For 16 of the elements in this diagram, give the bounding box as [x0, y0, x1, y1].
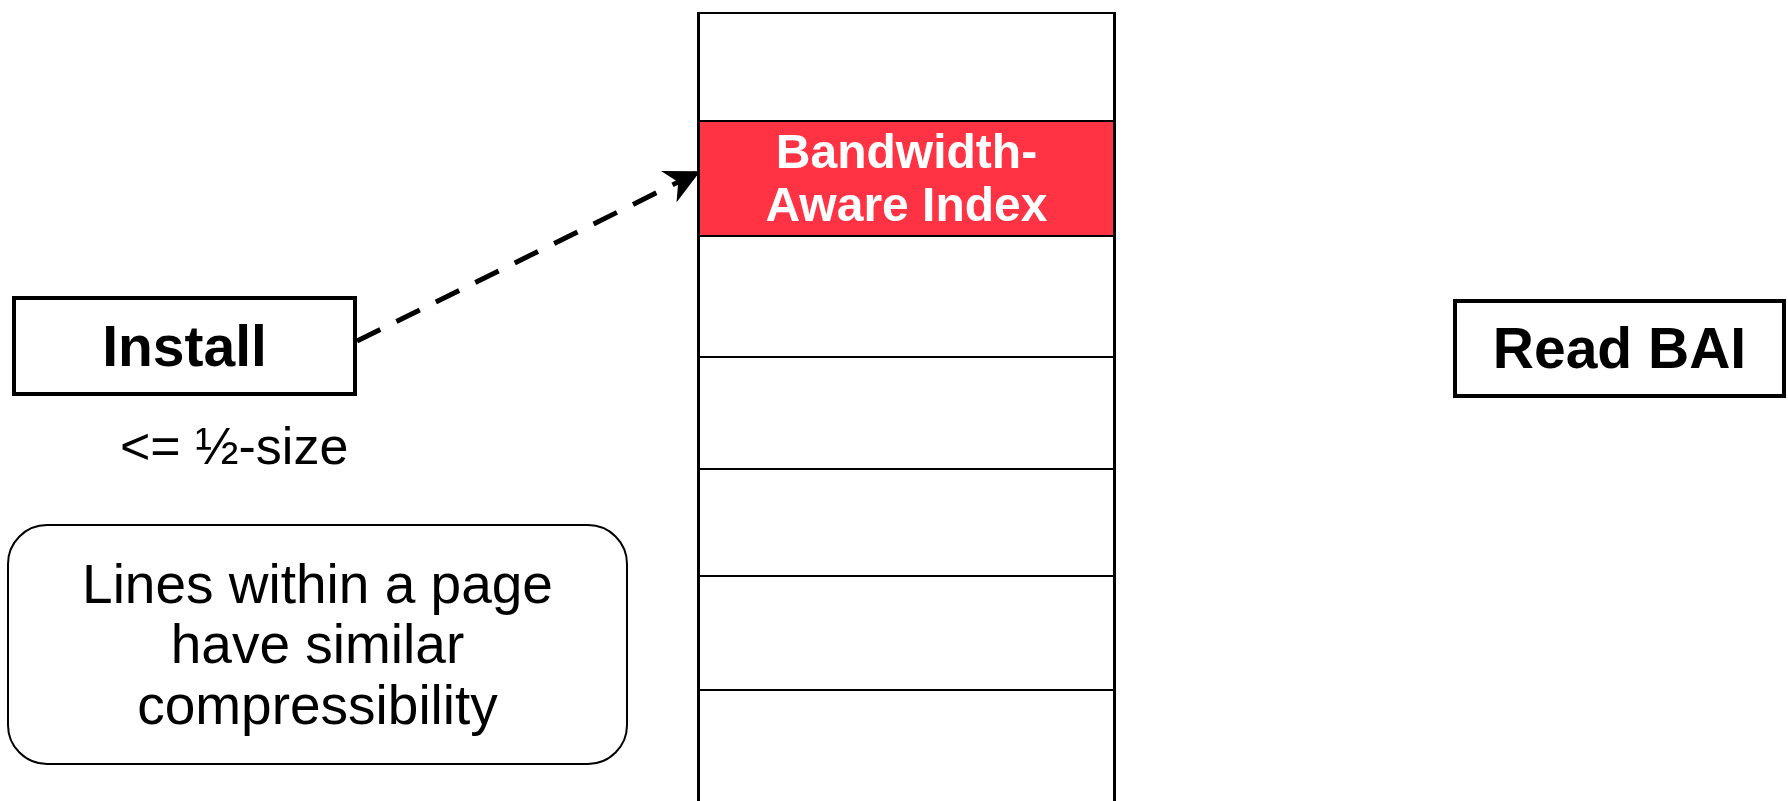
process-box — [12, 296, 357, 396]
node-label: Install — [102, 314, 267, 378]
memory-row — [699, 576, 1114, 690]
note-box — [7, 524, 628, 765]
memory-row — [699, 357, 1114, 469]
note-text: Lines within a page have similar compressibility — [81, 553, 554, 736]
index-row — [699, 121, 1114, 236]
memory-column — [697, 12, 1116, 801]
memory-row — [699, 12, 1114, 121]
size-note: <= ½-size — [120, 416, 349, 476]
memory-row — [699, 236, 1114, 357]
process-box — [1453, 299, 1786, 398]
node-label: Read BAI — [1492, 317, 1747, 380]
memory-row — [699, 690, 1114, 801]
memory-row — [699, 469, 1114, 576]
node-label: Bandwidth-Aware Index — [764, 125, 1049, 232]
